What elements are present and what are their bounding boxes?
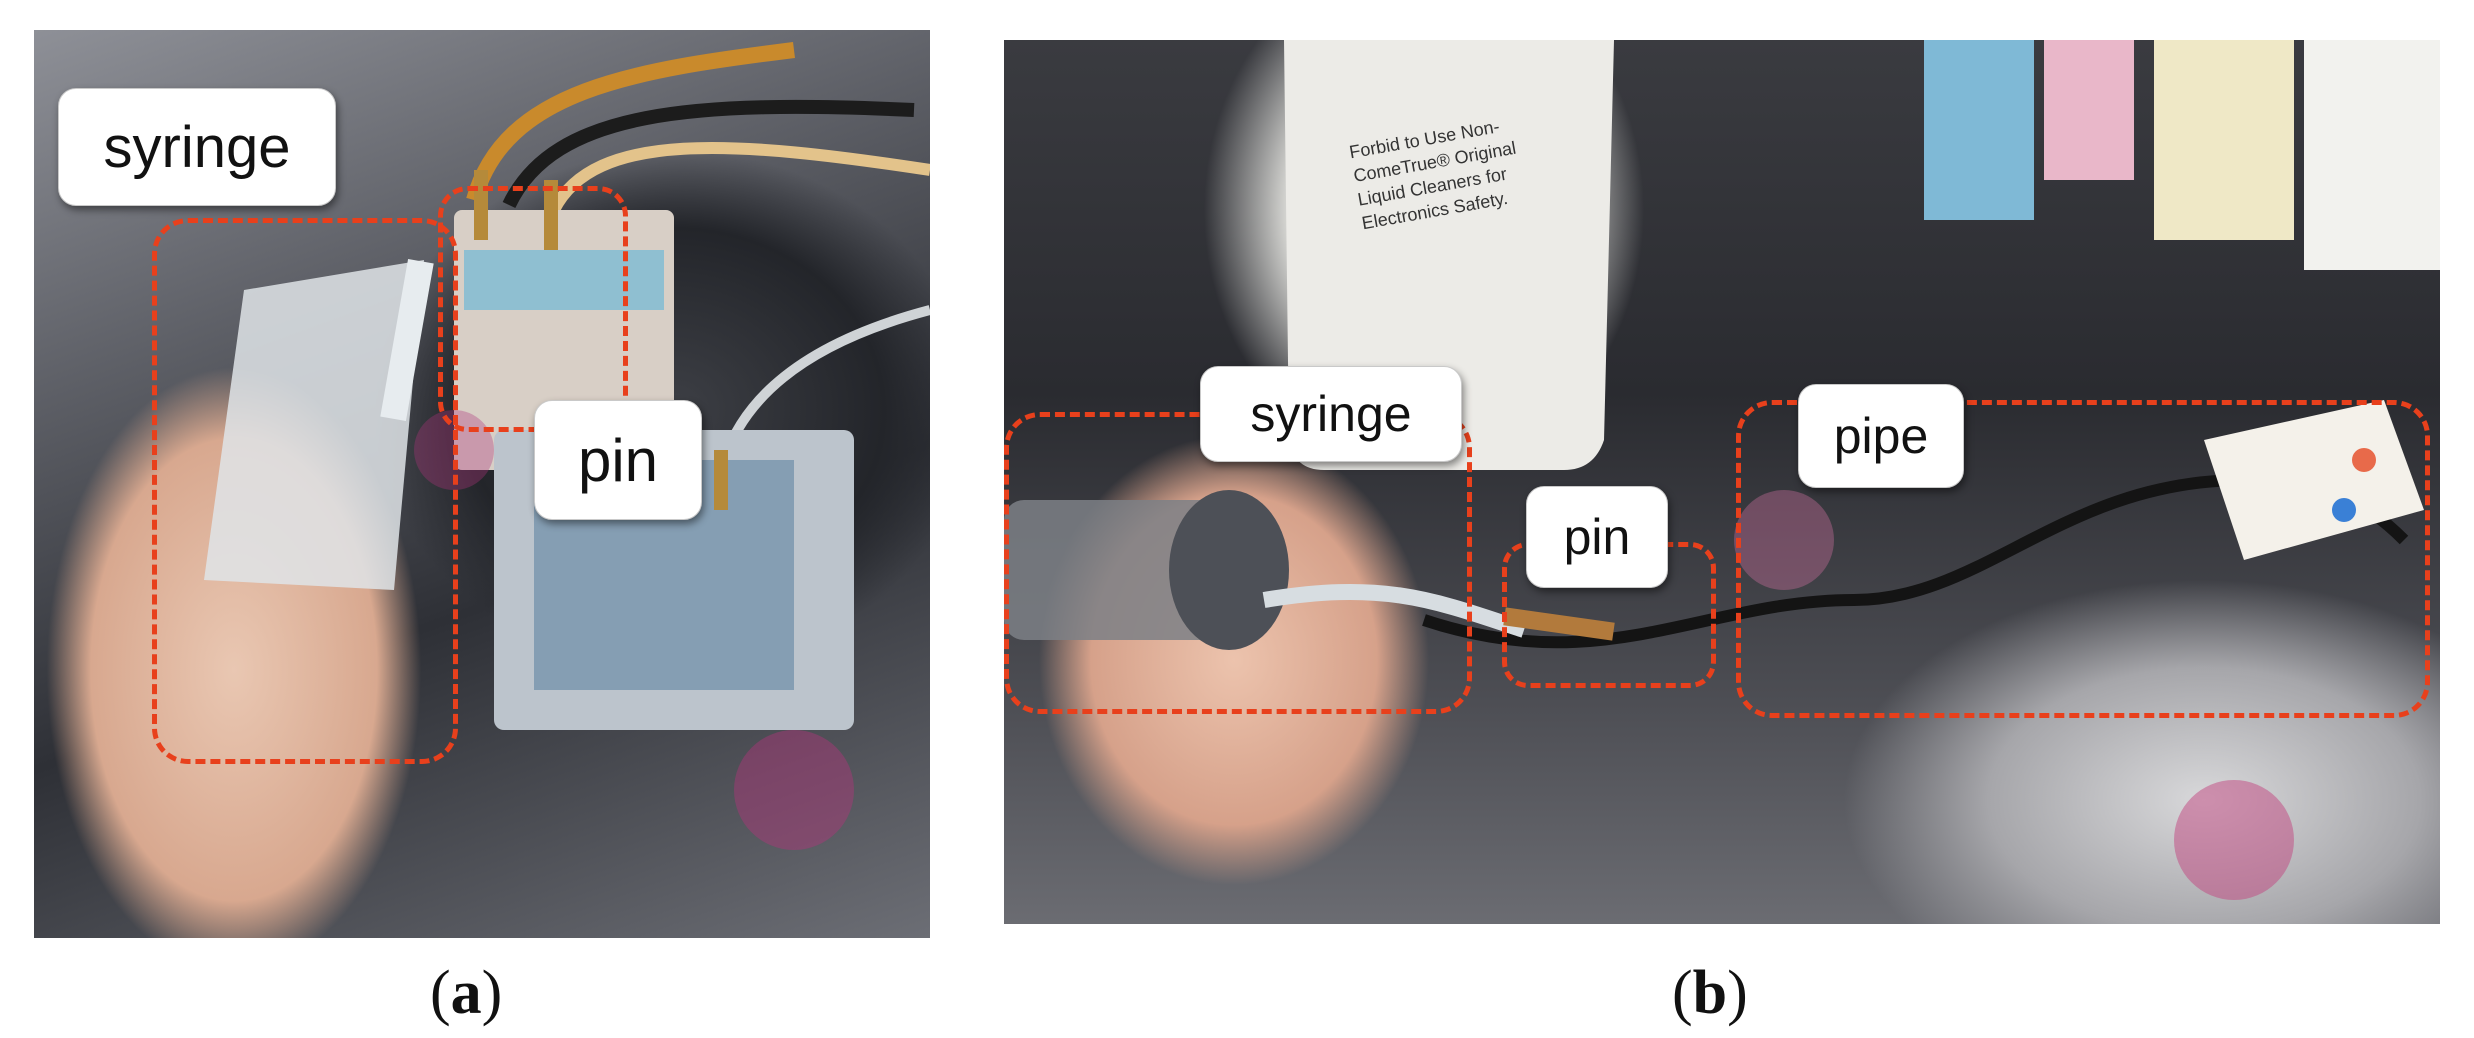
syringe-label-a: syringe bbox=[58, 88, 336, 206]
pin-label-a: pin bbox=[534, 400, 702, 520]
photo-panel-b: Forbid to Use Non-ComeTrue® Original Liq… bbox=[1004, 40, 2440, 924]
photo-panel-a: syringe pin bbox=[34, 30, 930, 938]
syringe-callout-a bbox=[152, 218, 458, 764]
printhead-photo-b bbox=[1004, 40, 2440, 900]
pin-label-b: pin bbox=[1526, 486, 1668, 588]
pin-callout-a bbox=[438, 186, 628, 432]
syringe-label-b: syringe bbox=[1200, 366, 1462, 462]
pipe-label-b: pipe bbox=[1798, 384, 1964, 488]
caption-a: (a) bbox=[430, 959, 503, 1027]
caption-b: (b) bbox=[1672, 959, 1748, 1027]
pipe-callout-b bbox=[1736, 400, 2430, 718]
